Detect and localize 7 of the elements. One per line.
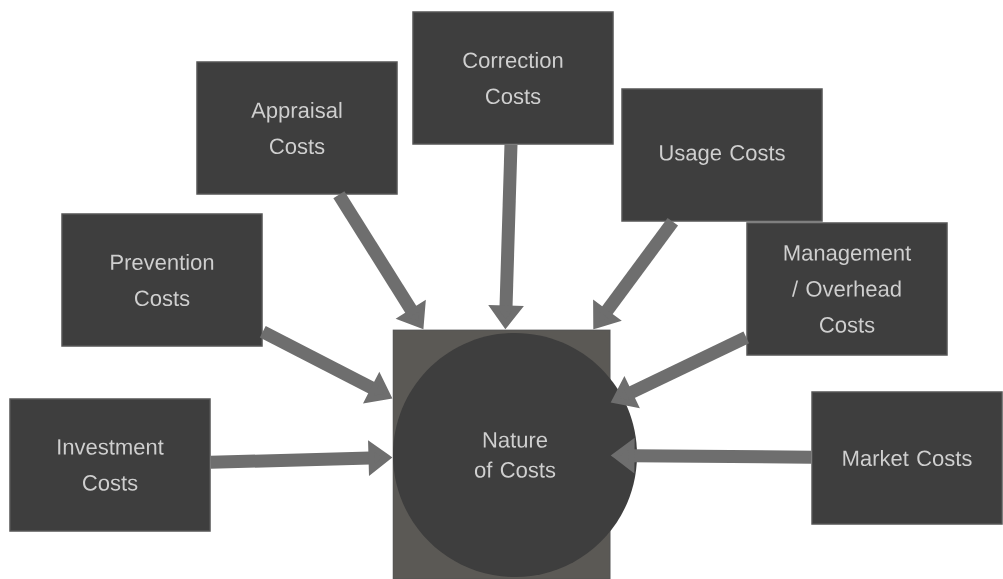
cost-box: Usage Costs <box>621 88 823 222</box>
cost-box: Investment Costs <box>9 398 211 532</box>
cost-box: Appraisal Costs <box>196 61 398 195</box>
cost-box: Prevention Costs <box>61 213 263 347</box>
cost-box: Market Costs <box>811 391 1003 525</box>
cost-box: Correction Costs <box>412 11 614 145</box>
cost-box: Management / Overhead Costs <box>746 222 948 356</box>
